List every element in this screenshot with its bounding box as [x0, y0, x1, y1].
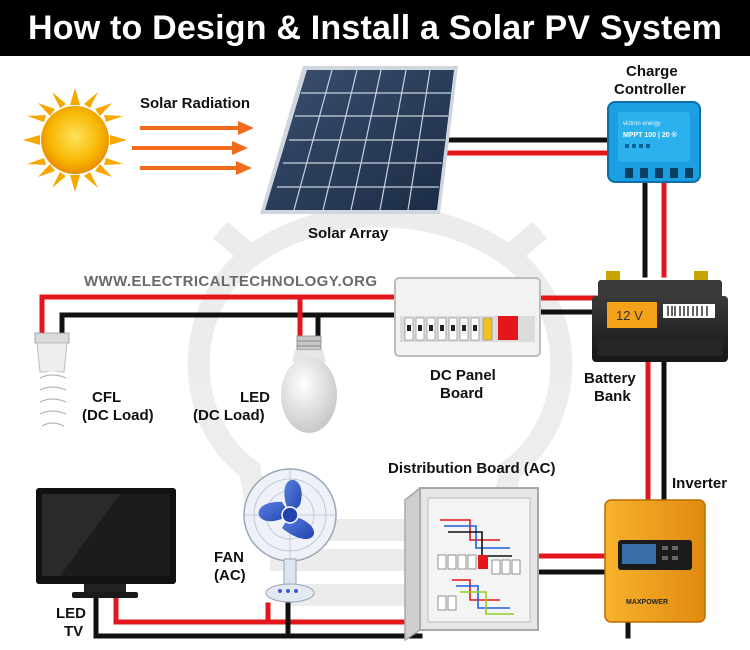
charge-controller: victron energy MPPT 100 | 20 ®	[607, 101, 701, 183]
label-cfl-line2: (DC Load)	[82, 407, 154, 424]
label-led-line1: LED	[240, 389, 270, 406]
cfl-bulb-icon	[34, 332, 70, 430]
wire-ac-loads-black	[93, 595, 423, 639]
inverter-brand-label: MAXPOWER	[626, 599, 668, 606]
label-cfl-line1: CFL	[92, 389, 121, 406]
label-tv-line2: TV	[64, 623, 83, 640]
label-led-line2: (DC Load)	[193, 407, 265, 424]
label-distribution-board: Distribution Board (AC)	[388, 460, 555, 477]
battery: 12 V	[592, 271, 728, 362]
label-charge-controller-line1: Charge	[626, 63, 678, 80]
dc-panel-board	[394, 277, 541, 357]
led-bulb-icon	[281, 335, 337, 433]
label-charge-controller-line2: Controller	[614, 81, 686, 98]
label-battery-line2: Bank	[594, 388, 631, 405]
label-fan-line2: (AC)	[214, 567, 246, 584]
wire-dc-loads-red	[39, 294, 398, 338]
wire-dc-loads-black	[59, 312, 398, 338]
wiring	[39, 137, 667, 639]
wire-ac-loads-red	[113, 595, 423, 625]
sun-icon	[23, 88, 127, 192]
led-tv-icon	[36, 488, 176, 598]
distribution-board	[404, 486, 539, 642]
label-solar-array: Solar Array	[308, 225, 389, 242]
radiation-arrows	[132, 121, 254, 175]
label-inverter: Inverter	[672, 475, 727, 492]
svg-text:victron energy: victron energy	[623, 121, 661, 127]
controller-model-text: MPPT 100 | 20 ®	[623, 131, 678, 139]
label-fan-line1: FAN	[214, 549, 244, 566]
title-bar: How to Design & Install a Solar PV Syste…	[0, 0, 750, 56]
label-dc-panel-line1: DC Panel	[430, 367, 496, 384]
inverter: MAXPOWER	[604, 499, 706, 623]
solar-array	[260, 66, 458, 214]
page-title: How to Design & Install a Solar PV Syste…	[27, 8, 723, 47]
battery-voltage-label: 12 V	[616, 308, 643, 323]
fan-icon	[243, 468, 337, 603]
label-tv-line1: LED	[56, 605, 86, 622]
label-dc-panel-line2: Board	[440, 385, 483, 402]
watermark-url: WWW.ELECTRICALTECHNOLOGY.ORG	[84, 273, 377, 290]
label-battery-line1: Battery	[584, 370, 636, 387]
label-solar-radiation: Solar Radiation	[140, 95, 250, 112]
